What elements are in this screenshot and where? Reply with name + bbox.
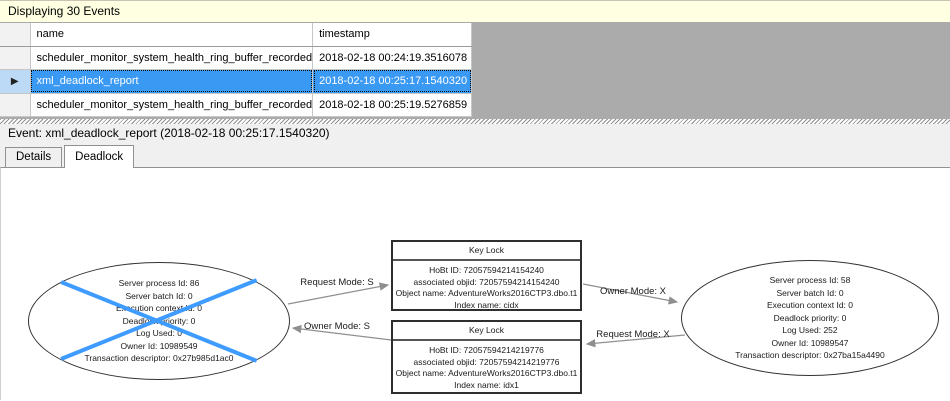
events-count-bar: Displaying 30 Events [0,0,950,23]
cell-name[interactable]: scheduler_monitor_system_health_ring_buf… [30,46,314,70]
graph-edges [287,282,686,348]
events-table[interactable]: name timestamp scheduler_monitor_system_… [0,23,473,117]
header-row: name timestamp [0,23,473,47]
node-text: Server process Id: 58 [769,275,851,286]
current-row-arrow-icon: ▶ [10,75,19,87]
table-row-selected[interactable]: ▶ xml_deadlock_report 2018-02-18 00:25:1… [0,69,473,94]
node-text: Log Used: 0 [136,328,182,339]
tab-details[interactable]: Details [5,147,63,167]
node-text: Owner Id: 10989549 [120,340,198,351]
node-text: Index name: idx1 [454,379,519,390]
cell-name[interactable]: scheduler_monitor_system_health_ring_buf… [30,93,314,117]
column-header-name[interactable]: name [30,23,314,47]
node-text: Transaction descriptor: 0x27b985d1ac0 [84,353,234,364]
deadlock-graph: Server process Id: 86 Server batch Id: 0… [1,168,950,400]
node-text: Deadlock priority: 0 [773,312,847,323]
edge-owner-x-arrow [582,283,679,305]
edge-request-s-arrow [287,282,390,305]
events-grid[interactable]: name timestamp scheduler_monitor_system_… [0,23,950,119]
node-text: HoBt ID: 72057594214154240 [429,265,544,275]
row-selector-cell[interactable] [0,93,31,117]
row-selector-cell[interactable] [0,46,31,70]
edge-label-owner-x: Owner Mode: X [600,286,666,297]
tab-deadlock[interactable]: Deadlock [64,145,135,168]
node-text: Transaction descriptor: 0x27ba15a4490 [735,350,885,361]
deadlock-tab-panel: Server process Id: 86 Server batch Id: 0… [0,167,950,400]
row-selector-cell[interactable]: ▶ [0,69,31,94]
cell-timestamp[interactable]: 2018-02-18 00:25:19.5276859 [312,93,473,117]
tab-strip: Details Deadlock [0,143,950,168]
node-text: Index name: cidx [454,299,519,310]
column-header-timestamp[interactable]: timestamp [312,23,473,47]
node-text: associated objid: 72057594214219776 [413,356,560,367]
node-text: Owner Id: 10989547 [771,337,849,348]
row-selector-header [0,23,31,47]
lock-title: Key Lock [393,322,580,341]
edge-label-request-s: Request Mode: S [300,277,374,288]
node-text: Server batch Id: 0 [776,287,844,298]
node-text: Server batch Id: 0 [125,290,193,301]
edge-label-owner-s: Owner Mode: S [304,321,370,332]
splitter-handle[interactable] [0,119,950,124]
node-text: Log Used: 252 [782,325,838,336]
table-row[interactable]: scheduler_monitor_system_health_ring_buf… [0,93,473,117]
node-text: Object name: AdventureWorks2016CTP3.dbo.… [395,288,578,298]
cell-name[interactable]: xml_deadlock_report [30,69,314,94]
cell-timestamp[interactable]: 2018-02-18 00:25:17.1540320 [312,69,473,94]
cell-timestamp[interactable]: 2018-02-18 00:24:19.3516078 [312,46,473,70]
selected-event-caption: Event: xml_deadlock_report (2018-02-18 0… [0,124,950,143]
lock-title: Key Lock [393,242,580,261]
node-text: Execution context Id: 0 [767,300,853,311]
edge-owner-s-arrow [291,324,392,341]
resource-node-key-lock-bottom[interactable]: Key Lock HoBt ID: 72057594214219776 asso… [391,320,582,394]
edge-label-request-x: Request Mode: X [596,329,670,340]
resource-node-key-lock-top[interactable]: Key Lock HoBt ID: 72057594214154240 asso… [391,240,582,311]
process-node-right[interactable]: Server process Id: 58 Server batch Id: 0… [681,260,939,376]
node-text: HoBt ID: 72057594214219776 [429,345,544,355]
table-row[interactable]: scheduler_monitor_system_health_ring_buf… [0,46,473,70]
node-text: Execution context Id: 0 [116,303,202,314]
node-text: Object name: AdventureWorks2016CTP3.dbo.… [395,368,578,378]
node-text: Server process Id: 86 [118,278,200,289]
edge-request-x-arrow [585,334,686,348]
node-text: associated objid: 72057594214154240 [413,276,560,287]
